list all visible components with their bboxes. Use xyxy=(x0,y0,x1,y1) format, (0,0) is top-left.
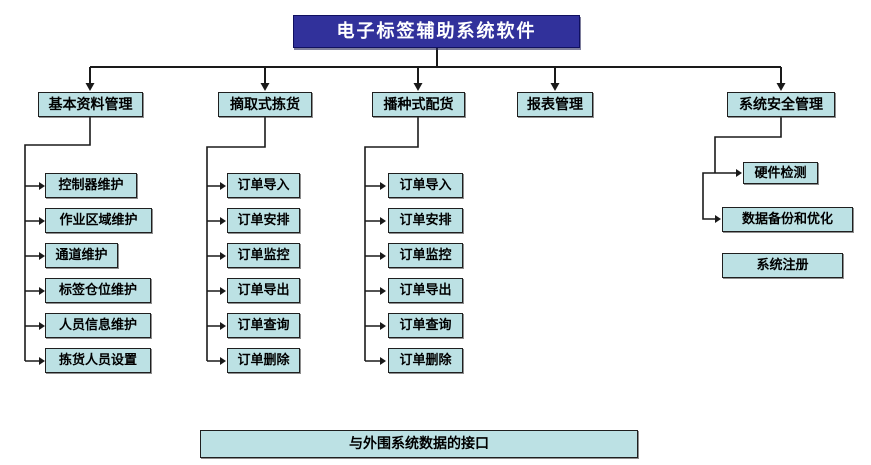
arrow-down-branch-4 xyxy=(550,83,560,91)
connector-col3-stubs xyxy=(365,185,380,362)
leaf-channel-maintenance: 通道维护 xyxy=(45,243,118,268)
leaf-order-query: 订单查询 xyxy=(227,313,300,338)
branch-pick-picking: 摘取式拣货 xyxy=(218,92,312,117)
root-node: 电子标签辅助系统软件 xyxy=(293,15,580,48)
leaf-personnel-info-maintenance: 人员信息维护 xyxy=(45,313,151,338)
connector-col2-stubs xyxy=(207,185,220,362)
leaf-order-monitor-2: 订单监控 xyxy=(388,243,463,268)
leaf-order-arrange: 订单安排 xyxy=(227,208,300,233)
external-interface-box: 与外围系统数据的接口 xyxy=(200,430,638,458)
leaf-hardware-detection: 硬件检测 xyxy=(743,162,818,184)
leaf-order-import: 订单导入 xyxy=(227,173,300,198)
arrow-down-branch-1 xyxy=(85,83,95,91)
leaf-order-monitor: 订单监控 xyxy=(227,243,300,268)
branch-report-management: 报表管理 xyxy=(517,92,593,117)
connector-col1-stubs xyxy=(25,185,39,362)
leaf-work-area-maintenance: 作业区域维护 xyxy=(45,208,152,233)
leaf-label-bin-maintenance: 标签仓位维护 xyxy=(45,278,151,303)
connector-root-tree xyxy=(89,48,782,83)
leaf-order-arrange-2: 订单安排 xyxy=(388,208,463,233)
leaf-order-query-2: 订单查询 xyxy=(388,313,463,338)
branch-basic-data: 基本资料管理 xyxy=(38,92,143,117)
leaf-order-export: 订单导出 xyxy=(227,278,300,303)
leaf-picker-settings: 拣货人员设置 xyxy=(45,348,151,373)
leaf-controller-maintenance: 控制器维护 xyxy=(45,173,137,198)
arrow-down-branch-3 xyxy=(413,83,423,91)
arrow-down-branch-2 xyxy=(260,83,270,91)
leaf-order-delete-2: 订单删除 xyxy=(388,348,463,373)
leaf-data-backup-optimization: 数据备份和优化 xyxy=(722,207,853,232)
leaf-order-export-2: 订单导出 xyxy=(388,278,463,303)
branch-seed-distribution: 播种式配货 xyxy=(372,92,465,117)
leaf-system-registration: 系统注册 xyxy=(722,253,843,278)
arrow-down-branch-5 xyxy=(776,83,786,91)
branch-system-security: 系统安全管理 xyxy=(727,92,835,117)
leaf-order-delete: 订单删除 xyxy=(227,348,300,373)
leaf-order-import-2: 订单导入 xyxy=(388,173,463,198)
